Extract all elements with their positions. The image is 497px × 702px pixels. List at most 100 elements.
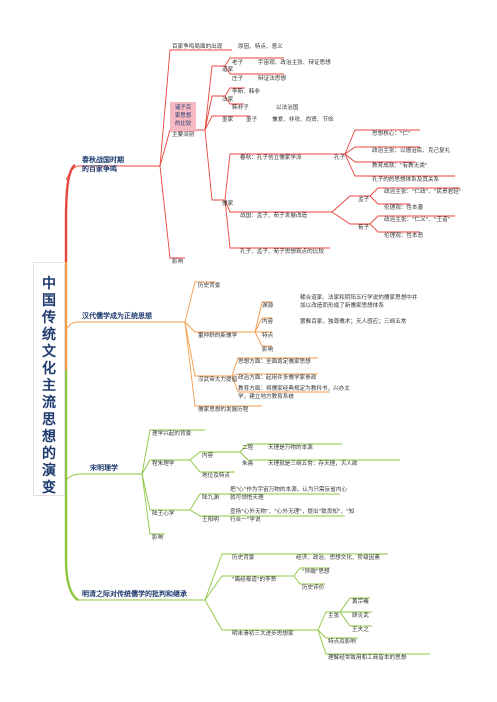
node-three: 明末清初三大进步思想家 <box>232 629 294 637</box>
node-mengzi: 孟子 <box>358 195 370 203</box>
central-title-char: 思 <box>42 412 56 428</box>
node-e1: 思想方面：全面肯定儒家思想 <box>238 357 311 365</box>
node-feature: 特点 <box>262 331 274 339</box>
node-lijie: 理解经世致用和工商皆本的思想 <box>328 653 407 661</box>
b1-ming: 明清之际对传统儒学的批判和继承 <box>82 589 187 598</box>
branch-ming <box>78 553 430 655</box>
node-lujy: 陆九渊 <box>202 493 219 501</box>
node-wang-d1: 宣扬"心外无物"、"心外无理"，提出"致良知"、"知 <box>230 507 355 515</box>
branch-spring <box>65 49 460 259</box>
node-li-d2: 历史评价 <box>302 583 325 591</box>
node-source: 渊源 <box>262 301 274 309</box>
node-zhuangzi-detail: 辩证法思想 <box>258 74 286 82</box>
node-source-d2: 加以改造而形成了新儒家思想体系 <box>300 301 384 309</box>
node-mozi-detail: 兼爱、非攻、尚贤、节俭 <box>272 115 334 123</box>
node-ming-bg-detail: 经济、政治、思想文化、阶级因素 <box>296 553 380 561</box>
node-spring-bg: 百家争鸣局面的出现 <box>172 42 223 50</box>
node-daojia: 道家 <box>222 65 234 73</box>
central-title-char: 演 <box>42 463 56 479</box>
node-lisi: 李斯、韩非 <box>232 87 260 95</box>
central-title-char: 想 <box>42 429 56 445</box>
node-e3b: 学，建立地方教育系统 <box>238 392 294 400</box>
node-mozi: 墨子 <box>246 116 258 123</box>
node-k3: 教育成就："有教无类" <box>372 161 428 169</box>
sticky-note <box>170 102 196 132</box>
central-title-char: 化 <box>42 361 56 377</box>
node-tedian: 特点及影响 <box>328 637 356 645</box>
trunk-green <box>64 370 79 602</box>
node-source-d1: 糅合道家、法家和阴阳五行学说的儒家思想中并 <box>300 293 418 301</box>
node-content-detail: 罢黜百家，独尊儒术；天人感应；三纲五常 <box>300 317 407 325</box>
node-li: "离经叛道"的李贽 <box>232 575 277 583</box>
node-k2: 政治主张：以德治民、克己复礼 <box>372 146 451 154</box>
node-laozi: 老子 <box>232 58 244 66</box>
sticky-line1: 诸子百 <box>175 104 192 111</box>
node-xunzi: 荀子 <box>358 223 370 231</box>
b1-spring-line1: 春秋战国时期 <box>81 155 124 164</box>
node-e3a: 教育方面：将儒家经典规定为教科书，兴办太 <box>238 384 350 392</box>
node-rujia: 儒家 <box>222 199 234 207</box>
trunk-red <box>64 164 76 262</box>
node-lu: 陆王心学 <box>152 509 175 517</box>
node-x1: 政治主张："仁义"、"王道" <box>384 215 451 223</box>
node-laozi-detail: 宇宙观、政治主张、辩证思想 <box>258 58 331 66</box>
node-zhuangzi: 庄子 <box>232 74 244 82</box>
b1-han: 汉代儒学成为正统思想 <box>82 311 152 320</box>
node-zhanguo: 战国：孟子、荀子发展改造 <box>240 211 308 219</box>
central-title-char: 变 <box>42 480 56 496</box>
node-k4: 孔子的的思想体系及其关系 <box>372 175 440 183</box>
central-title-char: 中 <box>42 276 56 292</box>
node-lujy-d1: 把"心"作为宇宙万物的本源，认为只需反省内心 <box>230 485 347 493</box>
node-huang: 黄宗羲 <box>352 597 369 605</box>
node-erc-detail: 天理是万物的本源 <box>268 443 313 451</box>
node-chunqiu: 春秋：孔子创立儒家学派 <box>240 153 302 161</box>
central-title-char: 文 <box>42 344 56 360</box>
node-m2: 伦理观：性本善 <box>384 203 424 211</box>
node-spring-bg-detail: 原因、特点、意义 <box>238 42 283 50</box>
node-ming-bg: 历史背景 <box>232 553 255 561</box>
central-title-char: 传 <box>42 310 56 326</box>
central-title-char: 流 <box>42 395 56 411</box>
node-compare: 孔子、孟子、荀子思想观点的比较 <box>240 247 324 255</box>
node-mojia: 墨家 <box>222 115 234 123</box>
node-hanfeizi-detail: 以法治国 <box>276 103 299 111</box>
node-zhuxi: 朱熹 <box>242 459 254 467</box>
node-li-d1: "异端"思想 <box>302 567 330 575</box>
node-song-bg: 理学兴起的背景 <box>152 429 192 437</box>
central-title-char: 国 <box>42 293 56 309</box>
sticky-line2: 家思想 <box>175 111 192 119</box>
node-kongzi: 孔子 <box>334 153 346 161</box>
central-title-char: 统 <box>42 327 56 343</box>
node-x2: 伦理观：性本恶 <box>384 231 424 239</box>
branch-song <box>65 429 400 535</box>
node-han-bg: 历史背景 <box>198 281 221 289</box>
central-title-char: 主 <box>42 378 56 394</box>
node-main-schools: 主要派别 <box>172 130 195 138</box>
node-wang: 王阳明 <box>202 515 219 523</box>
node-cheng: 程朱理学 <box>152 459 175 467</box>
node-fajia: 法家 <box>222 95 234 103</box>
node-emperor: 汉武帝大力提倡 <box>198 375 238 383</box>
node-k1: 思想核心："仁" <box>372 129 411 137</box>
branch-han <box>65 281 330 407</box>
node-lujy-d2: 就可领悟天理 <box>230 493 264 501</box>
node-hanfeizi: 韩非子 <box>232 103 249 111</box>
node-e2: 政治方面：起用许多儒学家参政 <box>238 373 317 381</box>
node-erc: 二程 <box>242 443 254 451</box>
node-dev: 儒家思想的发展历程 <box>198 405 249 413</box>
node-wang-d2: 行合一"学说 <box>230 515 261 523</box>
node-zhuzhang: 主张 <box>328 611 340 619</box>
central-title-box: 中国传统文化主流思想的演变 <box>33 262 65 496</box>
node-wangfz: 王夫之 <box>352 625 369 633</box>
node-diwei: 地位及特点 <box>202 471 230 479</box>
b1-spring-line2: 的百家争鸣 <box>82 164 117 173</box>
b1-song: 宋明理学 <box>89 463 118 472</box>
node-song-influence: 影响 <box>152 533 164 541</box>
sticky-line3: 的比较 <box>175 119 192 127</box>
node-han-influence: 影响 <box>262 345 274 353</box>
node-dong: 董仲舒的新儒学 <box>198 331 238 339</box>
central-title-char: 的 <box>42 446 56 462</box>
node-gu: 顾炎武 <box>352 611 369 619</box>
node-content: 内容 <box>262 317 274 325</box>
